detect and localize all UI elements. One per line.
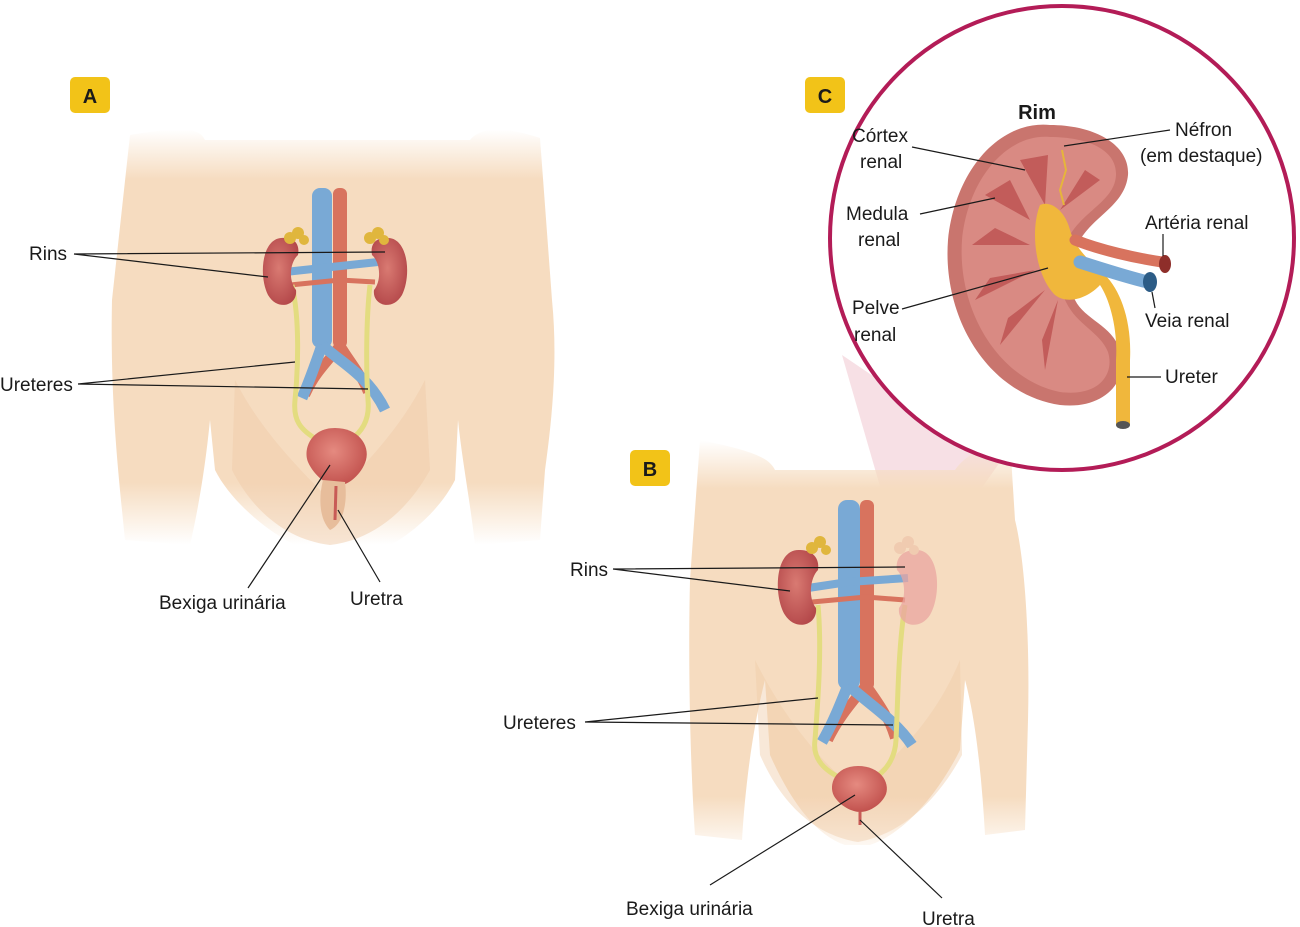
bladder-a xyxy=(306,428,367,486)
leader-ureteres-a xyxy=(77,361,369,390)
figure-a-male-urinary-system xyxy=(111,129,555,545)
label-ureteres-a: Ureteres xyxy=(0,375,73,396)
adrenal-glands-b xyxy=(806,536,831,555)
leader-cortex xyxy=(911,146,1026,171)
adrenal-glands-a xyxy=(284,227,389,245)
label-veia-renal: Veia renal xyxy=(1145,311,1230,332)
genitalia-a xyxy=(320,480,346,530)
urethra-a xyxy=(333,485,338,521)
label-cortex-line1: Córtex xyxy=(852,126,908,147)
label-medula-line2: renal xyxy=(858,230,900,251)
label-ureteres-b: Ureteres xyxy=(503,713,576,734)
badge-a-text: A xyxy=(83,86,97,108)
badge-b xyxy=(630,450,670,486)
ureter-left-a xyxy=(289,284,320,443)
label-nefron-line2: (em destaque) xyxy=(1140,146,1263,167)
leader-rins-b xyxy=(612,566,906,592)
label-uretra-a: Uretra xyxy=(350,589,403,610)
leader-pelve xyxy=(901,267,1049,310)
renal-artery xyxy=(1069,234,1168,268)
leader-bexiga-a xyxy=(247,464,331,589)
nephron-highlight xyxy=(1058,149,1068,206)
leader-nefron xyxy=(1063,129,1171,147)
leader-ureteres-b xyxy=(584,697,894,726)
leader-uretra-b xyxy=(859,819,943,899)
renal-medulla xyxy=(972,155,1100,370)
kidney-right-b xyxy=(896,549,938,625)
label-uretra-b: Uretra xyxy=(922,909,975,927)
leader-medula xyxy=(919,197,996,215)
badge-b-text: B xyxy=(643,459,657,481)
badge-a xyxy=(70,77,110,113)
label-rins-b: Rins xyxy=(570,560,608,581)
leader-uretra-a xyxy=(337,509,381,583)
renal-vein xyxy=(1073,255,1155,289)
kidney-cross-section xyxy=(947,124,1171,429)
kidney-right-a xyxy=(371,237,408,305)
label-pelve-line2: renal xyxy=(854,325,896,346)
figure-b-female-urinary-system xyxy=(689,440,1029,845)
renal-pelvis xyxy=(1035,203,1131,425)
label-nefron-line1: Néfron xyxy=(1175,120,1232,141)
vena-cava-b xyxy=(838,500,860,690)
ureter-right-a xyxy=(348,284,373,443)
label-rim-title: Rim xyxy=(1018,102,1056,124)
label-bexiga-b: Bexiga urinária xyxy=(626,899,753,920)
label-medula-line1: Medula xyxy=(846,204,909,225)
badge-c-text: C xyxy=(818,86,832,108)
label-pelve-line1: Pelve xyxy=(852,298,900,319)
label-arteria-renal: Artéria renal xyxy=(1145,213,1249,234)
kidney-left-a xyxy=(262,237,299,305)
leader-bexiga-b xyxy=(709,794,856,886)
ureter-left-b xyxy=(812,604,846,783)
leader-rins-a xyxy=(73,251,386,278)
kidney-left-b xyxy=(777,549,819,625)
ureter-right-b xyxy=(870,604,908,783)
label-cortex-line2: renal xyxy=(860,152,902,173)
label-ureter: Ureter xyxy=(1165,367,1218,388)
label-rins-a: Rins xyxy=(29,244,67,265)
leader-veia xyxy=(1151,291,1156,309)
badge-c xyxy=(805,77,845,113)
label-bexiga-a: Bexiga urinária xyxy=(159,593,286,614)
